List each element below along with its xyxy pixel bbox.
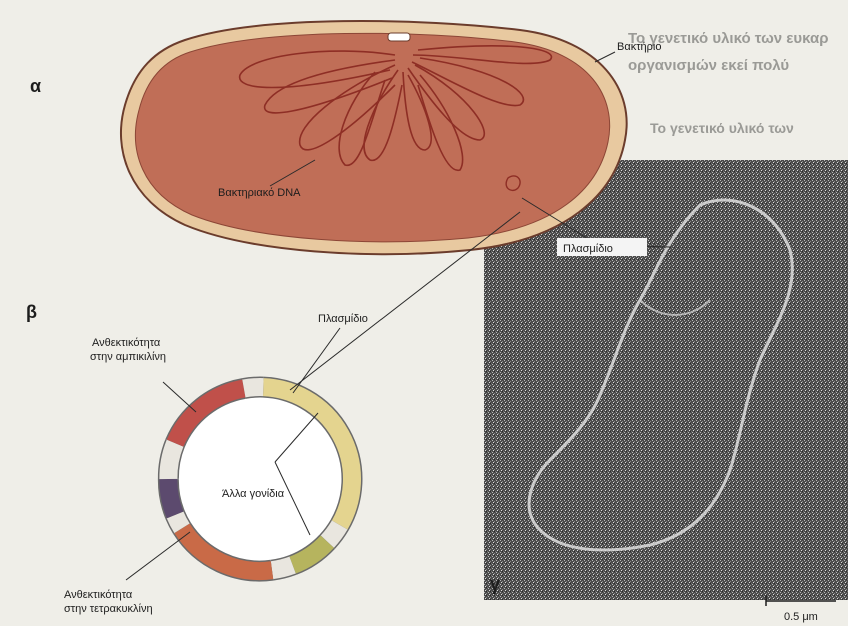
bg-text-line-2: οργανισμών εκεί πολύ [628, 57, 789, 74]
cell-wall-gap [388, 33, 410, 41]
panel-label-b: β [26, 302, 37, 322]
scale-bar-label: 0.5 μm [784, 611, 818, 623]
label-ampicillin-line-2: στην αμπικιλίνη [90, 351, 166, 363]
label-bacterium: Βακτήριο [617, 41, 661, 53]
label-ampicillin-line-1: Ανθεκτικότητα [92, 337, 161, 349]
scale-bar: 0.5 μm [766, 596, 836, 624]
bacterium-cytoplasm [135, 33, 609, 241]
bg-text-line-3: Το γενετικό υλικό των [650, 120, 794, 136]
plasmid-ring [167, 386, 353, 572]
label-tetracycline-line-1: Ανθεκτικότητα [64, 589, 133, 601]
ring-segment-purple [168, 479, 175, 515]
label-plasmid-micrograph: Πλασμίδιο [563, 243, 613, 255]
panel-label-c: γ [490, 574, 500, 594]
label-bacterial-dna: Βακτηριακό DNA [218, 187, 301, 199]
label-tetracycline-line-2: στην τετρακυκλίνη [64, 603, 153, 615]
panel-label-a: α [30, 76, 41, 96]
label-other-genes: Άλλα γονίδια [222, 488, 285, 500]
label-plasmid: Πλασμίδιο [318, 313, 368, 325]
